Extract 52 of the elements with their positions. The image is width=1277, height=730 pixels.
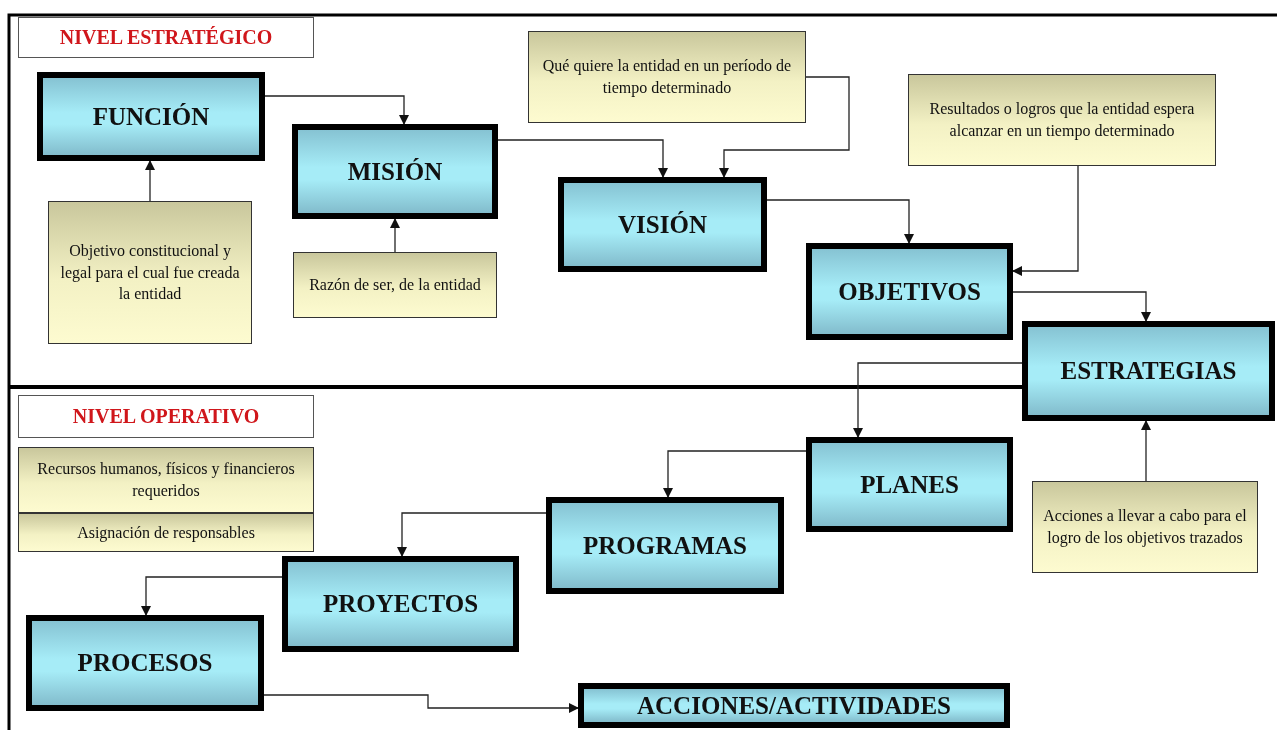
note-box — [528, 31, 806, 123]
process-box — [806, 437, 1013, 532]
process-box — [26, 615, 264, 711]
box-label: Asignación de responsables — [77, 522, 255, 544]
section-heading: NIVEL OPERATIVO — [72, 405, 260, 428]
process-box — [546, 497, 784, 594]
box-label: Qué quiere la entidad en un período de tiempo determinado — [541, 56, 793, 99]
note-box — [1032, 481, 1258, 573]
process-box — [1022, 321, 1275, 421]
note-box — [908, 74, 1216, 166]
box-label: Objetivo constitucional y legal para el cual fue creada la entidad — [59, 241, 241, 305]
process-box — [806, 243, 1013, 340]
box-label: ACCIONES/ACTIVIDADES — [637, 691, 951, 720]
arrow — [1012, 165, 1079, 276]
process-box — [292, 124, 498, 219]
arrow — [1141, 420, 1151, 482]
note-box — [293, 252, 497, 318]
process-box — [578, 683, 1010, 728]
arrow — [719, 76, 850, 178]
arrow — [497, 139, 668, 178]
box-label: OBJETIVOS — [838, 277, 981, 306]
level-title-box — [18, 17, 314, 58]
box-label: ESTRATEGIAS — [1060, 357, 1237, 385]
box-label: FUNCIÓN — [92, 102, 210, 131]
box-label: PROYECTOS — [322, 590, 479, 618]
level-title-box — [18, 395, 314, 438]
arrow — [141, 576, 283, 616]
arrow — [766, 199, 914, 244]
note-box — [18, 447, 314, 513]
arrow — [390, 218, 400, 253]
box-label: Resultados o logros que la entidad espera alcanzar en un tiempo determinado — [928, 99, 1196, 142]
arrow — [263, 694, 579, 713]
arrow — [145, 160, 155, 202]
box-label: MISIÓN — [347, 157, 443, 186]
box-label: PLANES — [860, 470, 959, 499]
process-box — [282, 556, 519, 652]
arrow — [663, 450, 807, 498]
box-label: Recursos humanos, físicos y financieros requeridos — [36, 459, 296, 502]
box-label: Razón de ser, de la entidad — [309, 275, 481, 296]
process-box — [558, 177, 767, 272]
note-box — [18, 513, 314, 552]
arrow — [397, 512, 547, 557]
arrow — [264, 95, 409, 125]
arrow — [853, 362, 1023, 438]
section-heading: NIVEL ESTRATÉGICO — [59, 26, 273, 49]
box-label: VISIÓN — [618, 210, 707, 239]
box-label: PROCESOS — [77, 649, 213, 677]
box-label: Acciones a llevar a cabo para el logro de los objetivos trazados — [1042, 506, 1248, 549]
note-box — [48, 201, 252, 344]
box-label: PROGRAMAS — [583, 531, 747, 560]
process-box — [37, 72, 265, 161]
arrow — [1012, 291, 1151, 322]
